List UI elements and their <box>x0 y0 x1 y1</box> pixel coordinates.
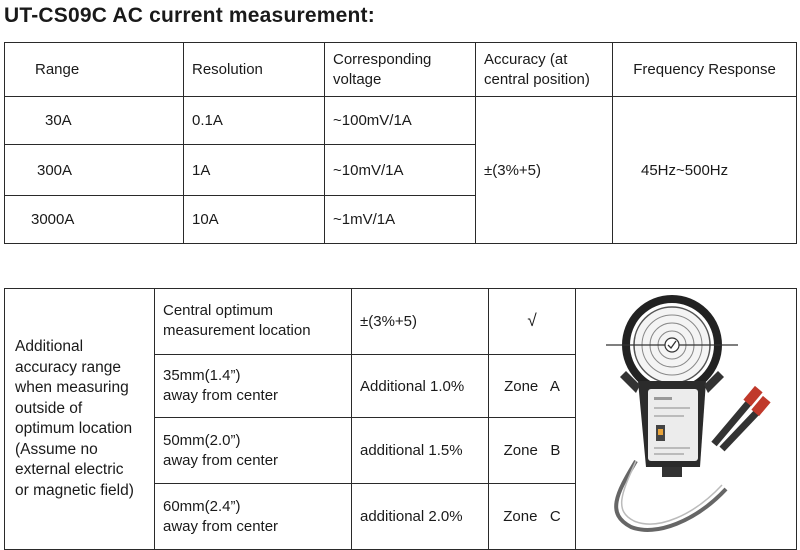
side-label-line: when measuring <box>15 379 129 396</box>
side-label-line: outside of <box>15 399 83 417</box>
side-label-line: Additional <box>15 338 84 355</box>
location-accuracy-table: Additional accuracy range when measuring… <box>4 288 797 550</box>
current-clamp-icon <box>606 295 771 532</box>
cell-resolution: 1A <box>183 144 325 196</box>
location-line: away from center <box>163 387 279 405</box>
location-line: 50mm(2.0”) <box>163 431 241 449</box>
cell-resolution: 0.1A <box>183 96 325 145</box>
cell-zone: Zone B <box>488 417 576 485</box>
location-line: 60mm(2.4”) <box>163 497 241 515</box>
header-frequency: Frequency Response <box>612 42 797 97</box>
header-voltage-line2: voltage <box>333 70 382 88</box>
cell-location: 50mm(2.0”) away from center <box>154 417 352 485</box>
location-line: measurement location <box>163 322 311 340</box>
location-line: away from center <box>163 451 279 469</box>
cell-accuracy: additional 1.5% <box>351 417 489 485</box>
cell-range: 3000A <box>4 195 184 244</box>
header-resolution: Resolution <box>183 42 325 97</box>
cell-accuracy: Additional 1.0% <box>351 353 489 419</box>
cell-accuracy: ±(3%+5) <box>351 288 489 355</box>
cell-zone: Zone C <box>488 483 576 550</box>
ac-current-spec-table: Range Resolution Corresponding voltage A… <box>4 42 797 244</box>
page-title: UT-CS09C AC current measurement: <box>4 4 375 27</box>
device-illustration <box>575 288 797 550</box>
side-label-line: external electric <box>15 461 124 478</box>
location-line: Central optimum <box>163 302 274 320</box>
cell-location: 35mm(1.4”) away from center <box>154 353 352 419</box>
cell-range: 300A <box>4 144 184 196</box>
cell-range: 30A <box>4 96 184 145</box>
side-label-line: accuracy range <box>15 358 121 376</box>
cell-location: Central optimum measurement location <box>154 288 352 355</box>
location-line: 35mm(1.4”) <box>163 367 241 385</box>
header-voltage-line1: Corresponding <box>333 50 432 68</box>
side-label-line: optimum location <box>15 420 133 437</box>
side-label-line: (Assume no <box>15 440 98 458</box>
cell-location: 60mm(2.4”) away from center <box>154 483 352 550</box>
header-voltage: Corresponding voltage <box>324 42 476 97</box>
cell-accuracy: additional 2.0% <box>351 483 489 550</box>
cell-frequency: 45Hz~500Hz <box>612 96 797 244</box>
cell-accuracy: ±(3%+5) <box>475 96 613 244</box>
header-range: Range <box>4 42 184 97</box>
table-row: 3000A 10A ~1mV/1A <box>4 195 797 244</box>
table-row: 60mm(2.4”) away from center additional 2… <box>5 483 797 550</box>
cell-voltage: ~1mV/1A <box>324 195 476 244</box>
header-accuracy-line1: Accuracy (at <box>484 50 568 68</box>
checkmark-icon: √ <box>488 288 576 355</box>
table-row: 35mm(1.4”) away from center Additional 1… <box>5 353 797 419</box>
cell-resolution: 10A <box>183 195 325 244</box>
side-label: Additional accuracy range when measuring… <box>4 288 155 550</box>
location-line: away from center <box>163 517 279 535</box>
header-accuracy-line2: central position) <box>484 70 590 88</box>
table-row: 300A 1A ~10mV/1A <box>4 144 797 196</box>
table-header-row: Range Resolution Corresponding voltage A… <box>4 42 797 97</box>
cell-zone: Zone A <box>488 353 576 419</box>
table-row: Additional accuracy range when measuring… <box>4 288 797 550</box>
cell-voltage: ~100mV/1A <box>324 96 476 145</box>
table-row: 30A 0.1A ~100mV/1A ±(3%+5) 45Hz~500Hz <box>4 96 797 244</box>
cell-voltage: ~10mV/1A <box>324 144 476 196</box>
side-label-line: or magnetic field) <box>15 481 134 499</box>
header-accuracy: Accuracy (at central position) <box>475 42 613 97</box>
